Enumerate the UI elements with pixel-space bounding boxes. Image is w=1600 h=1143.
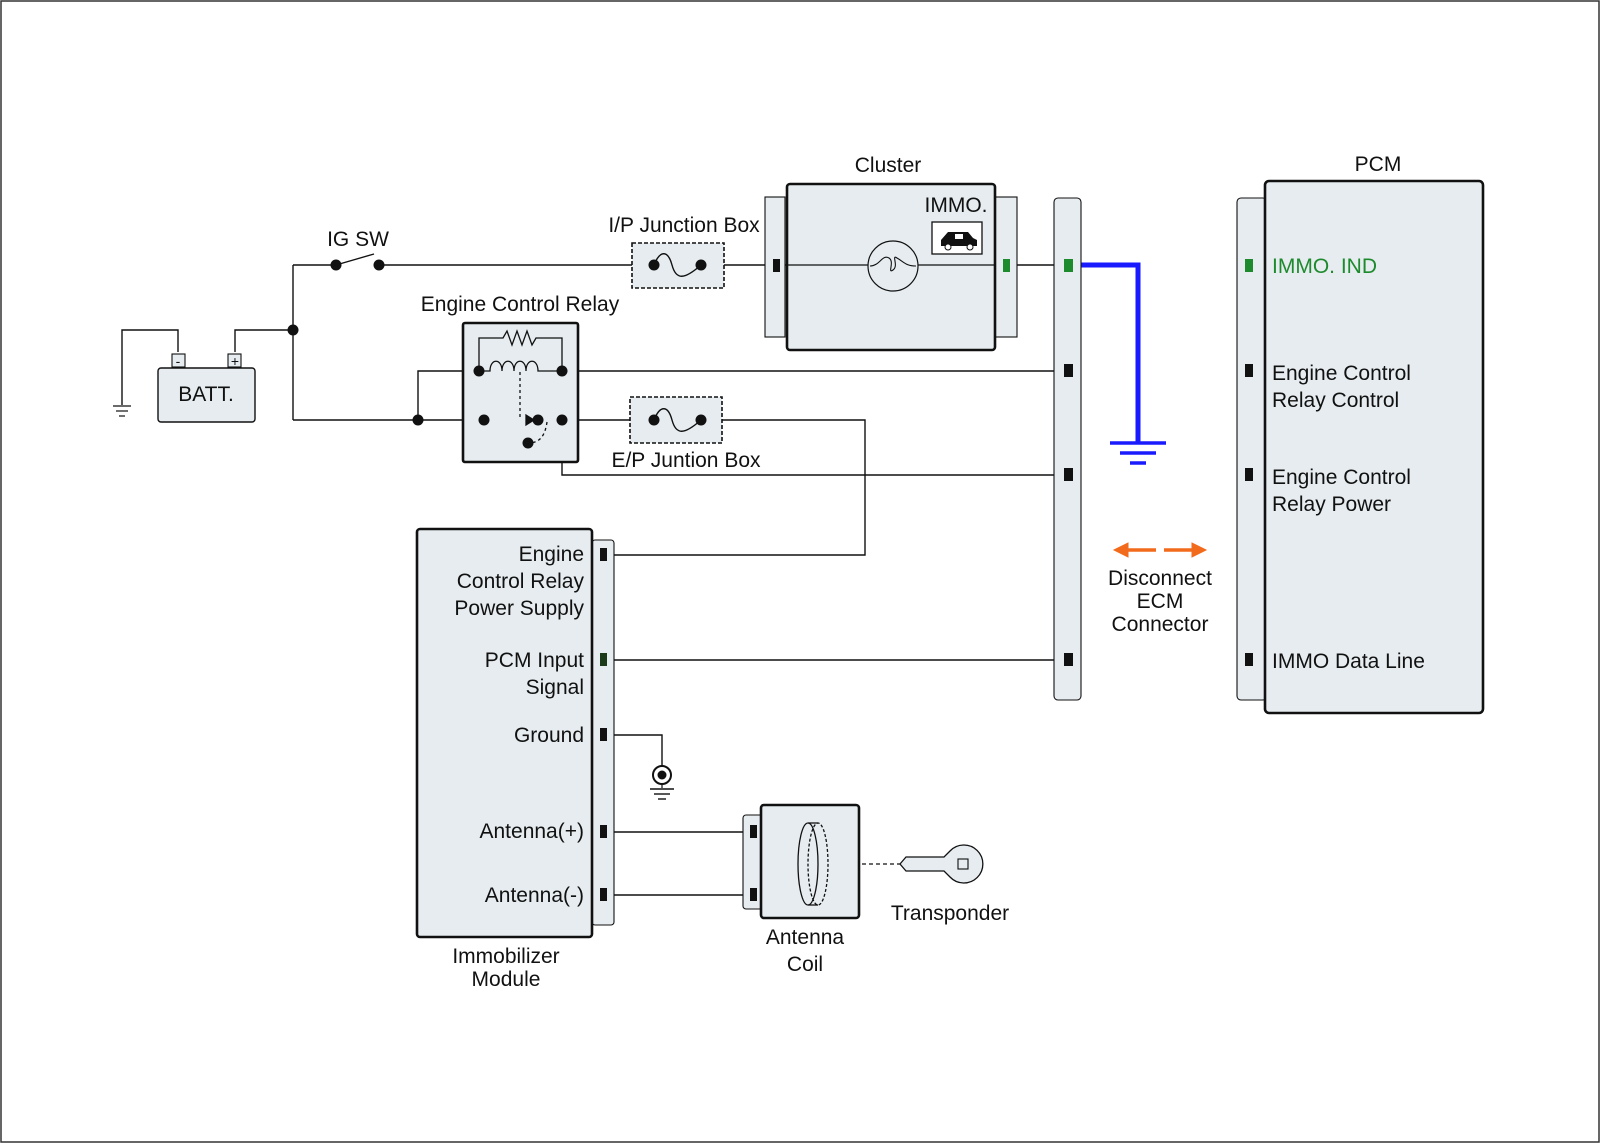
ig-sw-label: IG SW [327,228,389,251]
battery-ground-icon [113,405,131,417]
pcm-pin-ecr-control-1: Engine Control [1272,362,1411,385]
engine-control-relay-label: Engine Control Relay [421,293,620,316]
pcm-pin-ecr-power-1: Engine Control [1272,466,1411,489]
disconnect-label-3: Connector [1112,613,1209,636]
immo-ind-ground-wire [1068,262,1141,443]
ep-junction-box-label: E/P Juntion Box [611,449,761,472]
warning-lamp-icon [867,240,919,292]
cluster: IMMO. [764,182,1018,352]
splice-points [287,259,707,426]
battery-label: BATT. [178,383,234,406]
ip-junction-box [631,242,725,289]
immo-pin-pcm-input-2: Signal [526,676,584,699]
immo-pin-ecr-ps-2: Control Relay [457,570,585,593]
pcm-pin-immo-data: IMMO Data Line [1272,650,1425,673]
ecm-connector [1053,197,1082,701]
immobilizer-title-1: Immobilizer [452,945,559,968]
immo-pin-ecr-ps-1: Engine [519,543,584,566]
antenna-coil [742,803,861,920]
immobilizer-title-2: Module [472,968,541,991]
immo-pin-ground: Ground [514,724,584,747]
key-icon [899,844,984,884]
antenna-coil-label-2: Coil [787,953,823,976]
pcm [1236,179,1485,715]
fuse-icon [653,253,702,277]
pcm-title: PCM [1355,153,1402,176]
pcm-pin-ecr-control-2: Relay Control [1272,389,1399,412]
battery: - + BATT. [157,353,256,423]
battery-icon [157,367,256,423]
cluster-immo-label: IMMO. [925,194,988,217]
disconnect-label-2: ECM [1137,590,1184,613]
antenna-coil-icon [797,822,829,906]
ep-junction-box [629,396,723,444]
chassis-ground-icon [1110,441,1166,465]
disconnect-label-1: Disconnect [1108,567,1212,590]
relay-coil-icon [478,329,563,444]
engine-control-relay [461,321,580,464]
pcm-pin-ecr-power-2: Relay Power [1272,493,1391,516]
fuse-icon [653,408,702,432]
battery-neg-label: - [176,353,181,369]
antenna-coil-label-1: Antenna [766,926,845,949]
immo-pin-ecr-ps-3: Power Supply [454,597,584,620]
orange-double-arrow-icon [1112,542,1208,558]
immobilizer-module [415,527,615,939]
cluster-label: Cluster [855,154,922,177]
battery-pos-label: + [231,353,239,369]
transponder-label: Transponder [891,902,1009,925]
immo-pin-antenna-neg: Antenna(-) [485,884,584,907]
car-immobilizer-icon [931,221,983,255]
ground-icon [650,765,674,800]
ip-junction-box-label: I/P Junction Box [608,214,760,237]
immo-pin-antenna-pos: Antenna(+) [480,820,585,843]
immo-pin-pcm-input-1: PCM Input [485,649,584,672]
pcm-pin-immo-ind: IMMO. IND [1272,255,1377,278]
